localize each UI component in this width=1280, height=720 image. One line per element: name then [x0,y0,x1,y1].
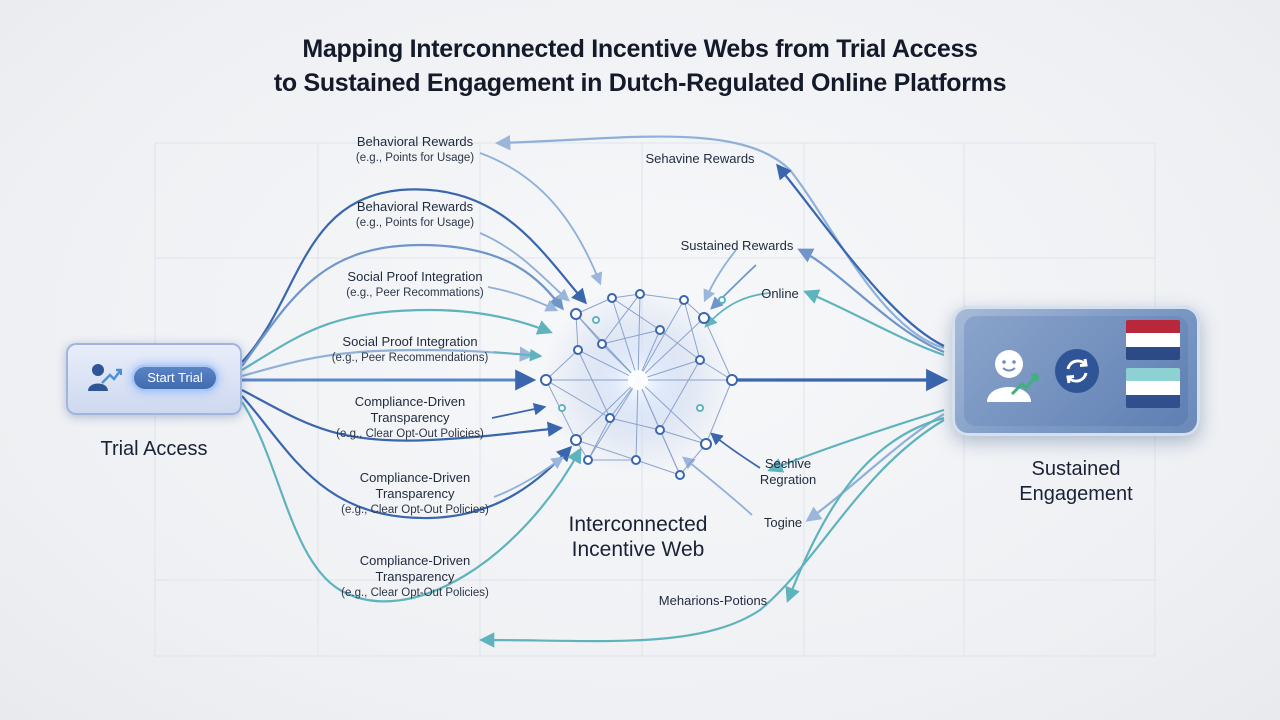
flag2-stripe-blue [1126,394,1180,408]
left-flows [241,152,603,603]
left-label-4: Social Proof Integration (e.g., Peer Rec… [315,334,505,366]
incentive-web-network [540,285,738,480]
left-label-1: Behavioral Rewards (e.g., Points for Usa… [330,134,500,166]
sustained-caption-line-1: Sustained [1031,458,1121,480]
trial-access-card: Start Trial [66,343,242,415]
right-label-6-title: Meharions-Potions [658,593,768,608]
left-label-7-title: Compliance-Driven [359,553,471,568]
left-label-2: Behavioral Rewards (e.g., Points for Usa… [330,199,500,231]
start-trial-button[interactable]: Start Trial [132,365,218,391]
right-label-1-title: Sehavine Rewards [645,151,755,166]
flow-trial-to-hub-2 [241,243,564,367]
flow-trial-to-hub-3 [241,308,553,371]
left-label-7-title2: Transparency [375,569,455,584]
sustained-engagement-card [952,306,1200,436]
left-label-3-title: Social Proof Integration [347,269,483,284]
flag2-stripe-white [1126,381,1180,395]
left-label-7: Compliance-Driven Transparency (e.g., Cl… [325,553,505,601]
trial-access-label: Trial Access [100,438,208,460]
left-label-3: Social Proof Integration (e.g., Peer Rec… [320,269,510,301]
refresh-icon [1054,348,1100,399]
flow-trial-to-hub-5 [241,389,564,442]
right-label-3: Online [755,286,805,302]
right-label-3-title: Online [761,286,799,301]
left-label-3-sub: (e.g., Peer Recommations) [346,287,484,299]
flag2-stripe-teal [1126,368,1180,382]
right-label-5: Togine [756,515,810,531]
left-label-1-sub: (e.g., Points for Usage) [355,152,475,164]
left-label-6-title2: Transparency [375,486,455,501]
flag1-stripe-blue [1126,346,1180,360]
left-label-6: Compliance-Driven Transparency (e.g., Cl… [325,470,505,518]
flow-trial-to-hub-6 [241,395,573,520]
left-label-6-title: Compliance-Driven [359,470,471,485]
right-label-2: Sustained Rewards [672,238,802,254]
left-label-5-title2: Transparency [370,410,450,425]
person-icon [982,344,1044,411]
right-label-2-title: Sustained Rewards [680,238,794,253]
left-label-6-sub: (e.g., Clear Opt-Out Policies) [341,504,489,516]
user-growth-icon [86,361,123,400]
sustained-caption-line-2: Engagement [1019,483,1133,505]
left-label-5-sub: (e.g., Clear Opt-Out Policies) [336,428,484,440]
right-label-5-title: Togine [763,515,803,530]
hub-caption-line-1: Interconnected [568,513,708,536]
right-label-6: Meharions-Potions [650,593,776,609]
left-label-5: Compliance-Driven Transparency (e.g., Cl… [320,394,500,442]
title-line-2: to Sustained Engagement in Dutch-Regulat… [273,69,1007,97]
left-label-4-sub: (e.g., Peer Recommendations) [331,352,489,364]
left-label-2-title: Behavioral Rewards [356,199,474,214]
hub-caption-line-2: Incentive Web [571,538,705,561]
right-label-1: Sehavine Rewards [640,151,760,167]
sustained-engagement-label: Sustained Engagement [996,457,1156,507]
title-line-1: Mapping Interconnected Incentive Webs fr… [302,35,978,63]
right-flows [478,134,949,648]
netherlands-flag-1 [1126,320,1180,360]
flow-trial-to-hub-1 [241,188,588,363]
left-label-7-sub: (e.g., Clear Opt-Out Policies) [341,587,489,599]
hub-caption: Interconnected Incentive Web [548,512,728,562]
page-title: Mapping Interconnected Incentive Webs fr… [0,32,1280,100]
left-label-2-sub: (e.g., Points for Usage) [355,217,475,229]
left-label-1-title: Behavioral Rewards [356,134,474,149]
left-label-5-title: Compliance-Driven [354,394,466,409]
flag1-stripe-red [1126,320,1180,334]
right-label-4-title: Sechive [764,456,812,471]
flow-trial-to-hub-7 [241,401,582,603]
left-label-4-title: Social Proof Integration [342,334,478,349]
right-label-4: Sechive Regration [750,456,826,488]
flag1-stripe-white [1126,333,1180,347]
right-label-4-title2: Regration [759,472,817,487]
sustained-card-inner [964,316,1188,426]
netherlands-flag-2 [1126,368,1180,408]
